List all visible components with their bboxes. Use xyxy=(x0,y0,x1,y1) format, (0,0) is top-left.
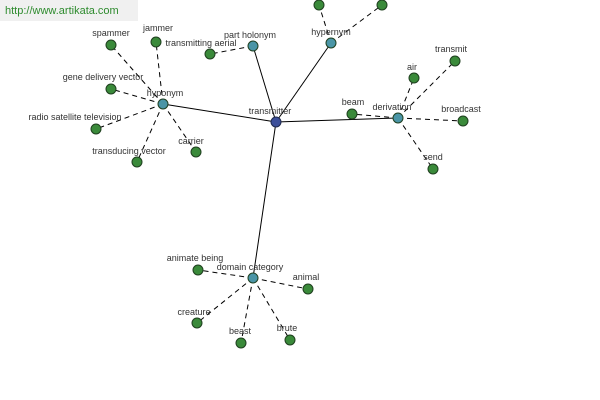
node-jammer[interactable] xyxy=(150,36,162,48)
node-label-animal: animal xyxy=(293,272,320,282)
graph-nodes xyxy=(90,0,469,349)
node-hypernym-leaf-1[interactable] xyxy=(313,0,325,11)
node-domain-category[interactable] xyxy=(247,272,259,284)
node-transmit[interactable] xyxy=(449,55,461,67)
node-beast[interactable] xyxy=(235,337,247,349)
edge-hyponym-to-transducing-vector xyxy=(136,103,164,163)
node-label-transducing-vector: transducing vector xyxy=(92,146,166,156)
edge-hypernym-to-hypernym-leaf-2 xyxy=(330,4,383,44)
node-transmitting-aerial[interactable] xyxy=(204,48,216,60)
node-hypernym-leaf-2[interactable] xyxy=(376,0,388,11)
node-radio-satellite-television[interactable] xyxy=(90,123,102,135)
edge-hyponym-to-jammer xyxy=(155,41,164,105)
edge-hyponym-to-carrier xyxy=(162,103,197,153)
node-animate-being[interactable] xyxy=(192,264,204,276)
node-send[interactable] xyxy=(427,163,439,175)
node-label-broadcast: broadcast xyxy=(441,104,481,114)
node-carrier[interactable] xyxy=(190,146,202,158)
node-label-spammer: spammer xyxy=(92,28,130,38)
node-transmitter[interactable] xyxy=(270,116,282,128)
node-air[interactable] xyxy=(408,72,420,84)
node-label-animate-being: animate being xyxy=(167,253,224,263)
edge-hypernym-to-hypernym-leaf-1 xyxy=(318,4,332,44)
edge-domain-category-to-creature xyxy=(196,277,254,324)
edge-transmitter-to-domain-category xyxy=(252,121,277,279)
watermark-url[interactable]: http://www.artikata.com xyxy=(0,0,138,21)
node-hypernym[interactable] xyxy=(325,37,337,49)
edge-transmitter-to-hypernym xyxy=(275,42,332,123)
node-label-transmitting-aerial: transmitting aerial xyxy=(165,38,236,48)
node-label-gene-delivery-vector: gene delivery vector xyxy=(63,72,144,82)
edge-derivation-to-transmit xyxy=(397,60,456,119)
node-label-derivation: derivation xyxy=(372,102,411,112)
node-label-carrier: carrier xyxy=(178,136,204,146)
node-label-hyponym: hyponym xyxy=(147,88,184,98)
edge-transmitter-to-derivation xyxy=(275,117,399,123)
node-label-creature: creature xyxy=(177,307,210,317)
node-label-send: send xyxy=(423,152,443,162)
node-label-hypernym: hypernym xyxy=(311,27,351,37)
node-creature[interactable] xyxy=(191,317,203,329)
edge-domain-category-to-animal xyxy=(252,277,309,290)
graph-edges xyxy=(95,4,464,344)
node-transducing-vector[interactable] xyxy=(131,156,143,168)
node-part-holonym[interactable] xyxy=(247,40,259,52)
node-brute[interactable] xyxy=(284,334,296,346)
node-beam[interactable] xyxy=(346,108,358,120)
edge-domain-category-to-brute xyxy=(252,277,291,341)
edge-derivation-to-send xyxy=(397,117,434,170)
node-spammer[interactable] xyxy=(105,39,117,51)
node-hyponym[interactable] xyxy=(157,98,169,110)
node-label-part-holonym: part holonym xyxy=(224,30,276,40)
edge-transmitter-to-hyponym xyxy=(162,103,277,123)
edge-derivation-to-beam xyxy=(351,113,399,119)
node-label-domain-category: domain category xyxy=(217,262,284,272)
node-label-transmit: transmit xyxy=(435,44,468,54)
edge-hyponym-to-radio-satellite-television xyxy=(95,103,164,130)
graph-labels: transmitter part holonym hypernym hyponym de… xyxy=(28,23,481,336)
node-label-radio-satellite-television: radio satellite television xyxy=(28,112,121,122)
node-label-beam: beam xyxy=(342,97,365,107)
edge-derivation-to-broadcast xyxy=(397,117,464,122)
node-gene-delivery-vector[interactable] xyxy=(105,83,117,95)
edge-domain-category-to-beast xyxy=(240,277,254,344)
edge-derivation-to-air xyxy=(397,77,415,119)
edge-hyponym-to-gene-delivery-vector xyxy=(110,88,164,105)
node-label-beast: beast xyxy=(229,326,252,336)
node-label-brute: brute xyxy=(277,323,298,333)
node-derivation[interactable] xyxy=(392,112,404,124)
edge-domain-category-to-animate-being xyxy=(197,269,254,279)
node-broadcast[interactable] xyxy=(457,115,469,127)
edge-transmitter-to-part-holonym xyxy=(252,45,277,123)
node-label-air: air xyxy=(407,62,417,72)
node-animal[interactable] xyxy=(302,283,314,295)
edge-part-holonym-to-transmitting-aerial xyxy=(209,45,254,55)
edge-hyponym-to-spammer xyxy=(110,44,164,105)
node-label-transmitter: transmitter xyxy=(249,106,292,116)
node-label-jammer: jammer xyxy=(142,23,173,33)
